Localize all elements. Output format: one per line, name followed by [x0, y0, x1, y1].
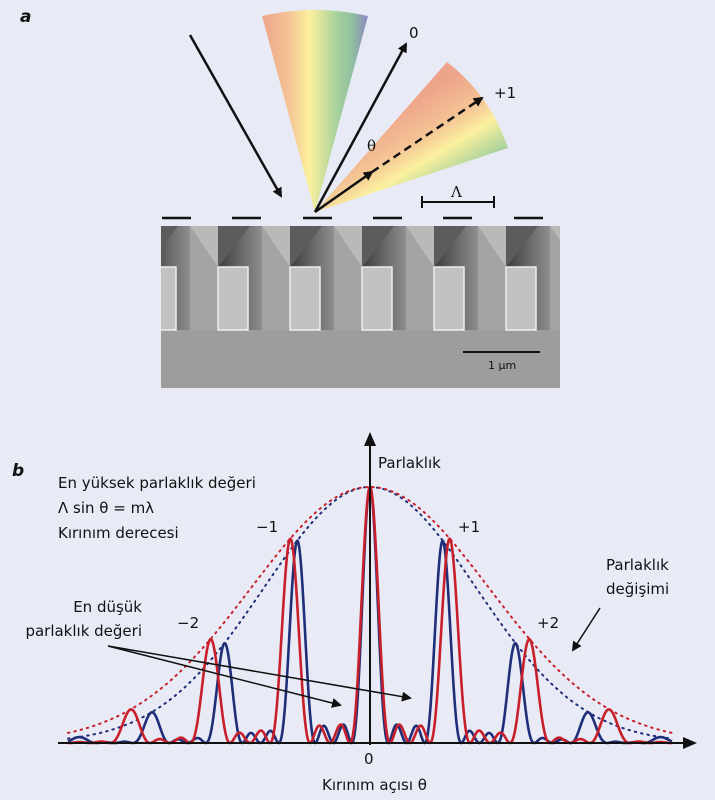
- ridge-face: [217, 266, 249, 331]
- y-axis-label: Parlaklık: [378, 454, 441, 472]
- panel-b-label: b: [12, 461, 24, 481]
- max-formula: Λ sin θ = mλ: [58, 499, 154, 517]
- ridge-top: [478, 226, 506, 267]
- min-arrow-2: [107, 645, 412, 702]
- ridge-top: [262, 226, 290, 267]
- mask: [0, 226, 161, 388]
- period-label: Λ: [450, 183, 462, 201]
- order-zero-label: 0: [409, 24, 419, 42]
- ridge-top: [190, 226, 218, 267]
- origin-label: 0: [364, 750, 374, 768]
- panel-a-label: a: [20, 7, 31, 27]
- ridge-side: [362, 226, 394, 267]
- ridge-side: [434, 226, 466, 267]
- min-arrow-1: [107, 645, 342, 708]
- mask: [560, 226, 715, 388]
- order-minus-one: −1: [256, 518, 278, 536]
- ridge-face: [505, 266, 537, 331]
- max-label: En yüksek parlaklık değeri: [58, 474, 256, 492]
- envelope-label-line2: değişimi: [606, 580, 669, 598]
- order-plus-one: +1: [458, 518, 480, 536]
- ridge-top: [406, 226, 434, 267]
- order-label: Kırınım derecesi: [58, 524, 179, 542]
- period-bar: [421, 196, 495, 208]
- ridge-face: [289, 266, 321, 331]
- ridge-top: [334, 226, 362, 267]
- first-order-arrow: [314, 170, 374, 214]
- min-label-line2: parlaklık değeri: [25, 622, 142, 640]
- incident-ray-arrow: [188, 34, 283, 198]
- ridge-side: [218, 226, 250, 267]
- spectrum-fan-minus-one: [262, 10, 368, 212]
- x-axis-label: Kırınım açısı θ: [322, 776, 427, 794]
- order-plus-two: +2: [537, 614, 559, 632]
- scale-bar-label: 1 µm: [488, 359, 516, 372]
- envelope-arrow: [571, 607, 601, 652]
- order-minus-two: −2: [177, 614, 199, 632]
- ridge-face: [433, 266, 465, 331]
- ridge-side: [290, 226, 322, 267]
- min-label-line1: En düşük: [73, 598, 142, 616]
- zero-order-arrow: [313, 42, 408, 213]
- first-order-dashed-arrow: [371, 96, 484, 174]
- order-plus-one-label: +1: [494, 84, 516, 102]
- sem-image: 1 µm: [0, 226, 715, 388]
- ridge-side: [506, 226, 538, 267]
- ridge-face: [361, 266, 393, 331]
- envelope-label-line1: Parlaklık: [606, 556, 669, 574]
- theta-label: θ: [367, 137, 376, 155]
- substrate: [161, 330, 560, 388]
